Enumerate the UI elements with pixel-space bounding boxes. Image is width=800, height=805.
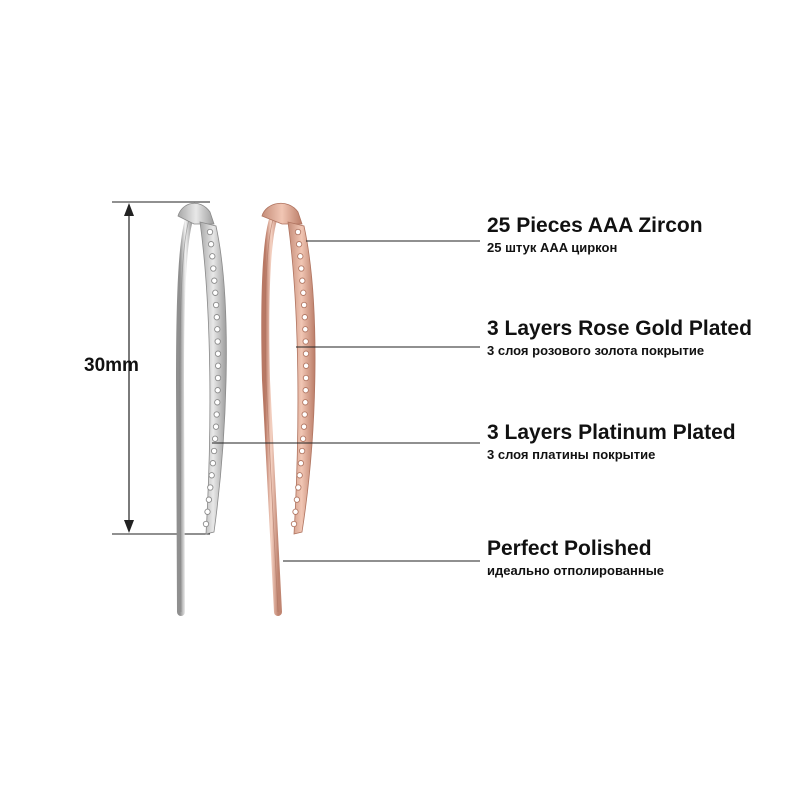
rose-gold-earring bbox=[261, 203, 316, 616]
zircon-stone bbox=[209, 253, 216, 260]
callout-title: Perfect Polished bbox=[487, 537, 652, 560]
zircon-stone bbox=[302, 338, 309, 345]
callout-polished: Perfect Polished идеально отполированные bbox=[487, 537, 664, 580]
zircon-stone bbox=[204, 508, 211, 515]
zircon-stone bbox=[212, 289, 219, 296]
zircon-stone bbox=[301, 411, 308, 418]
callout-title: 3 Layers Rose Gold Plated bbox=[487, 317, 752, 340]
zircon-stone bbox=[302, 399, 309, 406]
zircon-stone bbox=[300, 423, 308, 430]
zircon-stone bbox=[202, 520, 210, 528]
zircon-stone bbox=[298, 265, 305, 272]
zircon-stone bbox=[302, 350, 310, 357]
zircon-stone bbox=[210, 265, 217, 272]
zircon-stone bbox=[297, 460, 305, 467]
zircon-stone bbox=[205, 496, 213, 503]
zircon-stone bbox=[299, 277, 306, 284]
zircon-stone bbox=[214, 387, 221, 394]
zircon-stone bbox=[212, 423, 220, 430]
zircon-stone bbox=[206, 228, 214, 236]
zircon-stone bbox=[213, 314, 220, 321]
zircon-stone bbox=[293, 496, 301, 503]
zircon-stone bbox=[210, 447, 218, 455]
zircon-stone bbox=[207, 484, 214, 491]
zircon-stone bbox=[213, 411, 220, 418]
callout-subtitle: 3 слоя розового золота покрытие bbox=[487, 343, 705, 358]
zircon-stone bbox=[295, 484, 302, 491]
zircon-stone bbox=[297, 253, 304, 260]
zircon-stone bbox=[212, 301, 220, 309]
callout-title: 25 Pieces AAA Zircon bbox=[487, 214, 703, 237]
zircon-stone bbox=[299, 435, 307, 442]
silver-earring bbox=[175, 203, 227, 616]
dimension-marker bbox=[112, 201, 210, 535]
callout-subtitle: 25 штук AAA циркон bbox=[487, 240, 618, 255]
zircon-stone bbox=[294, 228, 302, 236]
zircon-stone bbox=[302, 387, 309, 394]
dimension-label: 30mm bbox=[84, 355, 139, 376]
zircon-stone bbox=[207, 241, 215, 248]
rose-zircon-stones bbox=[290, 228, 310, 528]
zircon-stone bbox=[296, 472, 303, 479]
zircon-stone bbox=[211, 277, 218, 284]
zircon-stone bbox=[292, 508, 299, 515]
zircon-stone bbox=[214, 374, 222, 382]
callout-title: 3 Layers Platinum Plated bbox=[487, 421, 736, 444]
zircon-stone bbox=[209, 460, 217, 467]
zircon-stone bbox=[302, 374, 310, 382]
zircon-stone bbox=[214, 350, 222, 357]
zircon-stone bbox=[208, 472, 215, 479]
zircon-stone bbox=[301, 314, 308, 321]
zircon-stone bbox=[214, 338, 221, 345]
zircon-stone bbox=[214, 399, 221, 406]
callout-platinum: 3 Layers Platinum Plated 3 слоя платины … bbox=[487, 421, 736, 464]
callout-subtitle: идеально отполированные bbox=[487, 563, 665, 578]
zircon-stone bbox=[300, 301, 308, 309]
leader-lines bbox=[212, 240, 480, 562]
callout-zircon: 25 Pieces AAA Zircon 25 штук AAA циркон bbox=[487, 214, 703, 257]
zircon-stone bbox=[214, 362, 222, 369]
zircon-stone bbox=[290, 520, 298, 528]
zircon-stone bbox=[211, 435, 219, 442]
zircon-stone bbox=[214, 326, 221, 333]
zircon-stone bbox=[295, 241, 303, 248]
zircon-stone bbox=[298, 447, 306, 455]
silver-zircon-stones bbox=[202, 228, 222, 528]
zircon-stone bbox=[300, 289, 307, 296]
zircon-stone bbox=[302, 362, 310, 369]
callout-rose-gold: 3 Layers Rose Gold Plated 3 слоя розовог… bbox=[487, 317, 752, 360]
callout-subtitle: 3 слоя платины покрытие bbox=[487, 447, 656, 462]
zircon-stone bbox=[302, 326, 309, 333]
